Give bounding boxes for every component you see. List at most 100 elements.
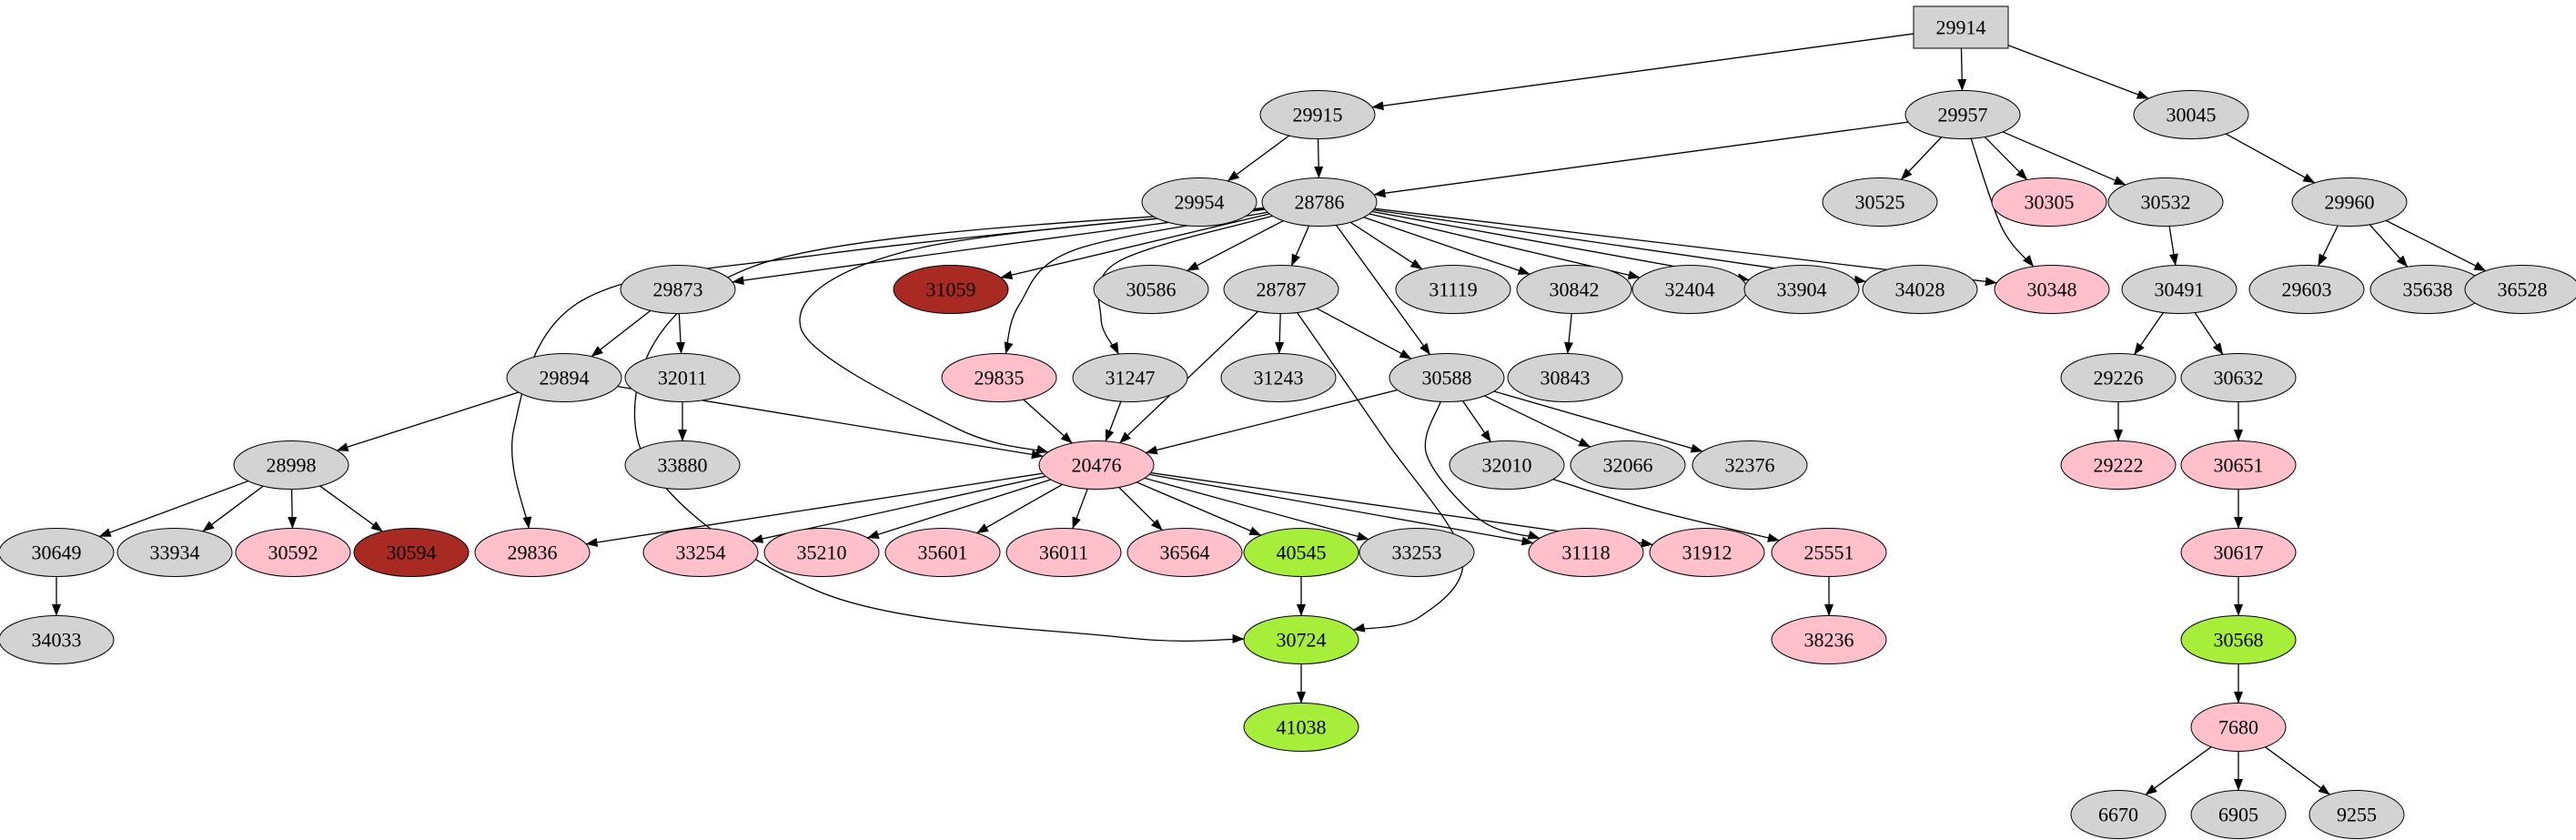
graph-node-30842[interactable]: 30842: [1516, 265, 1632, 314]
node-shape-28998[interactable]: [233, 440, 349, 490]
graph-node-35210[interactable]: 35210: [763, 528, 880, 577]
node-shape-30843[interactable]: [1507, 353, 1623, 402]
node-shape-6670[interactable]: [2070, 790, 2167, 839]
node-shape-35210[interactable]: [763, 528, 880, 577]
graph-node-29960[interactable]: 29960: [2291, 177, 2408, 227]
node-shape-30532[interactable]: [2107, 177, 2224, 227]
graph-node-31912[interactable]: 31912: [1649, 528, 1765, 577]
graph-node-28998[interactable]: 28998: [233, 440, 349, 490]
graph-node-31118[interactable]: 31118: [1528, 528, 1644, 577]
node-shape-29954[interactable]: [1141, 177, 1258, 227]
node-shape-38236[interactable]: [1771, 615, 1887, 664]
graph-node-29954[interactable]: 29954: [1141, 177, 1258, 227]
node-shape-30724[interactable]: [1243, 615, 1359, 664]
graph-node-29835[interactable]: 29835: [941, 353, 1057, 402]
graph-node-30592[interactable]: 30592: [235, 528, 351, 577]
node-shape-30525[interactable]: [1822, 177, 1938, 227]
graph-node-30588[interactable]: 30588: [1389, 353, 1505, 402]
node-shape-31118[interactable]: [1528, 528, 1644, 577]
graph-node-30305[interactable]: 30305: [1991, 177, 2107, 227]
node-shape-29915[interactable]: [1259, 90, 1376, 139]
node-shape-36564[interactable]: [1126, 528, 1243, 577]
graph-node-29915[interactable]: 29915: [1259, 90, 1376, 139]
node-shape-30588[interactable]: [1389, 353, 1505, 402]
graph-node-32010[interactable]: 32010: [1449, 440, 1565, 490]
graph-node-29914[interactable]: 29914: [1913, 5, 2009, 49]
node-shape-32376[interactable]: [1692, 440, 1808, 490]
graph-node-34033[interactable]: 34033: [0, 615, 115, 664]
node-shape-29836[interactable]: [474, 528, 591, 577]
graph-node-32376[interactable]: 32376: [1692, 440, 1808, 490]
node-shape-30592[interactable]: [235, 528, 351, 577]
node-shape-30568[interactable]: [2180, 615, 2297, 664]
graph-node-30649[interactable]: 30649: [0, 528, 115, 577]
graph-node-33934[interactable]: 33934: [116, 528, 233, 577]
graph-node-30348[interactable]: 30348: [1994, 265, 2110, 314]
graph-node-30651[interactable]: 30651: [2180, 440, 2297, 490]
node-shape-29873[interactable]: [620, 265, 736, 314]
graph-node-25551[interactable]: 25551: [1771, 528, 1887, 577]
node-shape-28786[interactable]: [1261, 177, 1378, 227]
graph-node-31119[interactable]: 31119: [1395, 265, 1511, 314]
graph-node-36528[interactable]: 36528: [2464, 265, 2576, 314]
node-shape-35601[interactable]: [884, 528, 1001, 577]
node-shape-30348[interactable]: [1994, 265, 2110, 314]
graph-node-30586[interactable]: 30586: [1093, 265, 1209, 314]
graph-node-29873[interactable]: 29873: [620, 265, 736, 314]
node-shape-36011[interactable]: [1005, 528, 1122, 577]
graph-node-30617[interactable]: 30617: [2180, 528, 2297, 577]
node-shape-30491[interactable]: [2121, 265, 2238, 314]
node-shape-6905[interactable]: [2190, 790, 2287, 839]
graph-node-32404[interactable]: 32404: [1631, 265, 1748, 314]
graph-node-30045[interactable]: 30045: [2133, 90, 2249, 139]
graph-node-34028[interactable]: 34028: [1862, 265, 1978, 314]
graph-node-38236[interactable]: 38236: [1771, 615, 1887, 664]
node-shape-30842[interactable]: [1516, 265, 1632, 314]
node-shape-33880[interactable]: [624, 440, 741, 490]
graph-node-29957[interactable]: 29957: [1904, 90, 2021, 139]
node-shape-31119[interactable]: [1395, 265, 1511, 314]
node-shape-7680[interactable]: [2190, 703, 2287, 752]
node-shape-25551[interactable]: [1771, 528, 1887, 577]
node-shape-29914[interactable]: [1913, 5, 2009, 49]
graph-node-6670[interactable]: 6670: [2070, 790, 2167, 839]
graph-node-29226[interactable]: 29226: [2060, 353, 2177, 402]
node-shape-29603[interactable]: [2248, 265, 2365, 314]
node-shape-9255[interactable]: [2308, 790, 2405, 839]
node-shape-33253[interactable]: [1359, 528, 1475, 577]
graph-node-30568[interactable]: 30568: [2180, 615, 2297, 664]
node-shape-31912[interactable]: [1649, 528, 1765, 577]
node-shape-30586[interactable]: [1093, 265, 1209, 314]
graph-node-40545[interactable]: 40545: [1243, 528, 1359, 577]
graph-node-28787[interactable]: 28787: [1223, 265, 1339, 314]
node-shape-36528[interactable]: [2464, 265, 2576, 314]
graph-node-29222[interactable]: 29222: [2060, 440, 2177, 490]
node-shape-32404[interactable]: [1631, 265, 1748, 314]
graph-node-6905[interactable]: 6905: [2190, 790, 2287, 839]
graph-node-30491[interactable]: 30491: [2121, 265, 2238, 314]
node-shape-30594[interactable]: [353, 528, 470, 577]
node-shape-31247[interactable]: [1072, 353, 1188, 402]
node-shape-29835[interactable]: [941, 353, 1057, 402]
graph-node-33880[interactable]: 33880: [624, 440, 741, 490]
node-shape-29226[interactable]: [2060, 353, 2177, 402]
node-shape-34033[interactable]: [0, 615, 115, 664]
graph-node-29603[interactable]: 29603: [2248, 265, 2365, 314]
graph-node-33254[interactable]: 33254: [642, 528, 759, 577]
graph-node-31243[interactable]: 31243: [1220, 353, 1337, 402]
node-shape-32010[interactable]: [1449, 440, 1565, 490]
node-shape-33904[interactable]: [1743, 265, 1860, 314]
node-shape-30651[interactable]: [2180, 440, 2297, 490]
node-shape-32066[interactable]: [1570, 440, 1686, 490]
graph-node-30532[interactable]: 30532: [2107, 177, 2224, 227]
graph-node-32011[interactable]: 32011: [624, 353, 741, 402]
graph-node-30632[interactable]: 30632: [2180, 353, 2297, 402]
node-shape-29960[interactable]: [2291, 177, 2408, 227]
node-shape-30617[interactable]: [2180, 528, 2297, 577]
node-shape-30045[interactable]: [2133, 90, 2249, 139]
graph-node-32066[interactable]: 32066: [1570, 440, 1686, 490]
graph-node-30843[interactable]: 30843: [1507, 353, 1623, 402]
graph-node-30594[interactable]: 30594: [353, 528, 470, 577]
graph-node-29836[interactable]: 29836: [474, 528, 591, 577]
node-shape-33254[interactable]: [642, 528, 759, 577]
